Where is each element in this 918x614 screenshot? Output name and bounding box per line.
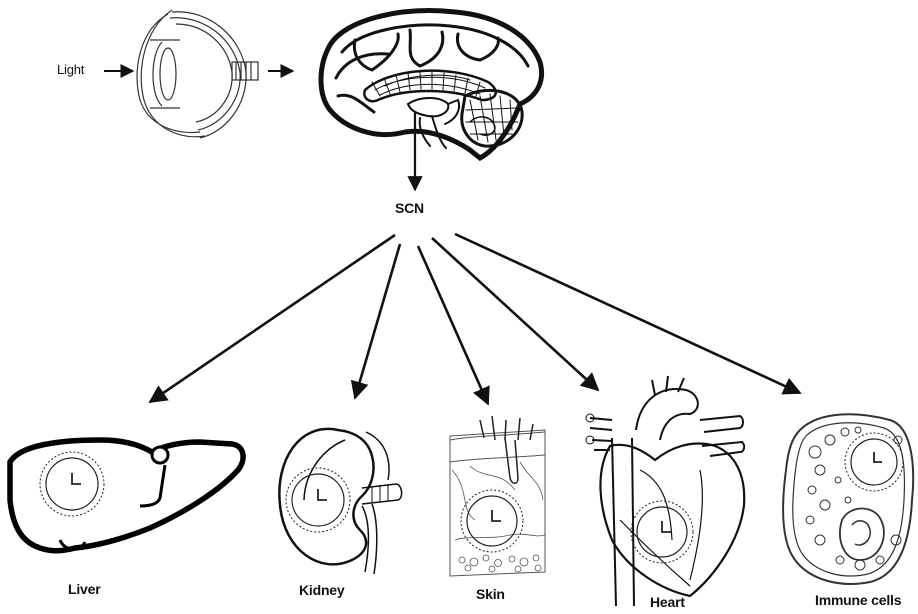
scn-output-arrows <box>150 234 800 404</box>
brain-icon <box>321 11 542 158</box>
scn-label: SCN <box>395 200 424 216</box>
arrow-scn-to-immune <box>455 234 800 393</box>
light-label: Light <box>57 62 84 77</box>
clock-icon <box>461 490 523 552</box>
liver-icon <box>10 440 243 551</box>
clock-icon <box>286 468 350 532</box>
organ-label-heart: Heart <box>650 594 685 610</box>
clock-icon <box>40 452 104 516</box>
immune-cell-icon <box>783 414 913 584</box>
kidney-icon <box>279 429 401 574</box>
clock-icon <box>631 501 693 563</box>
eye-icon <box>137 10 258 138</box>
arrow-scn-to-kidney <box>355 244 400 398</box>
organ-label-kidney: Kidney <box>299 582 344 598</box>
organ-label-immune-cells: Immune cells <box>815 592 901 608</box>
organ-label-skin: Skin <box>476 586 505 602</box>
arrow-scn-to-skin <box>418 246 488 404</box>
organ-label-liver: Liver <box>68 581 100 597</box>
heart-icon <box>586 376 744 606</box>
arrow-scn-to-liver <box>150 235 395 402</box>
